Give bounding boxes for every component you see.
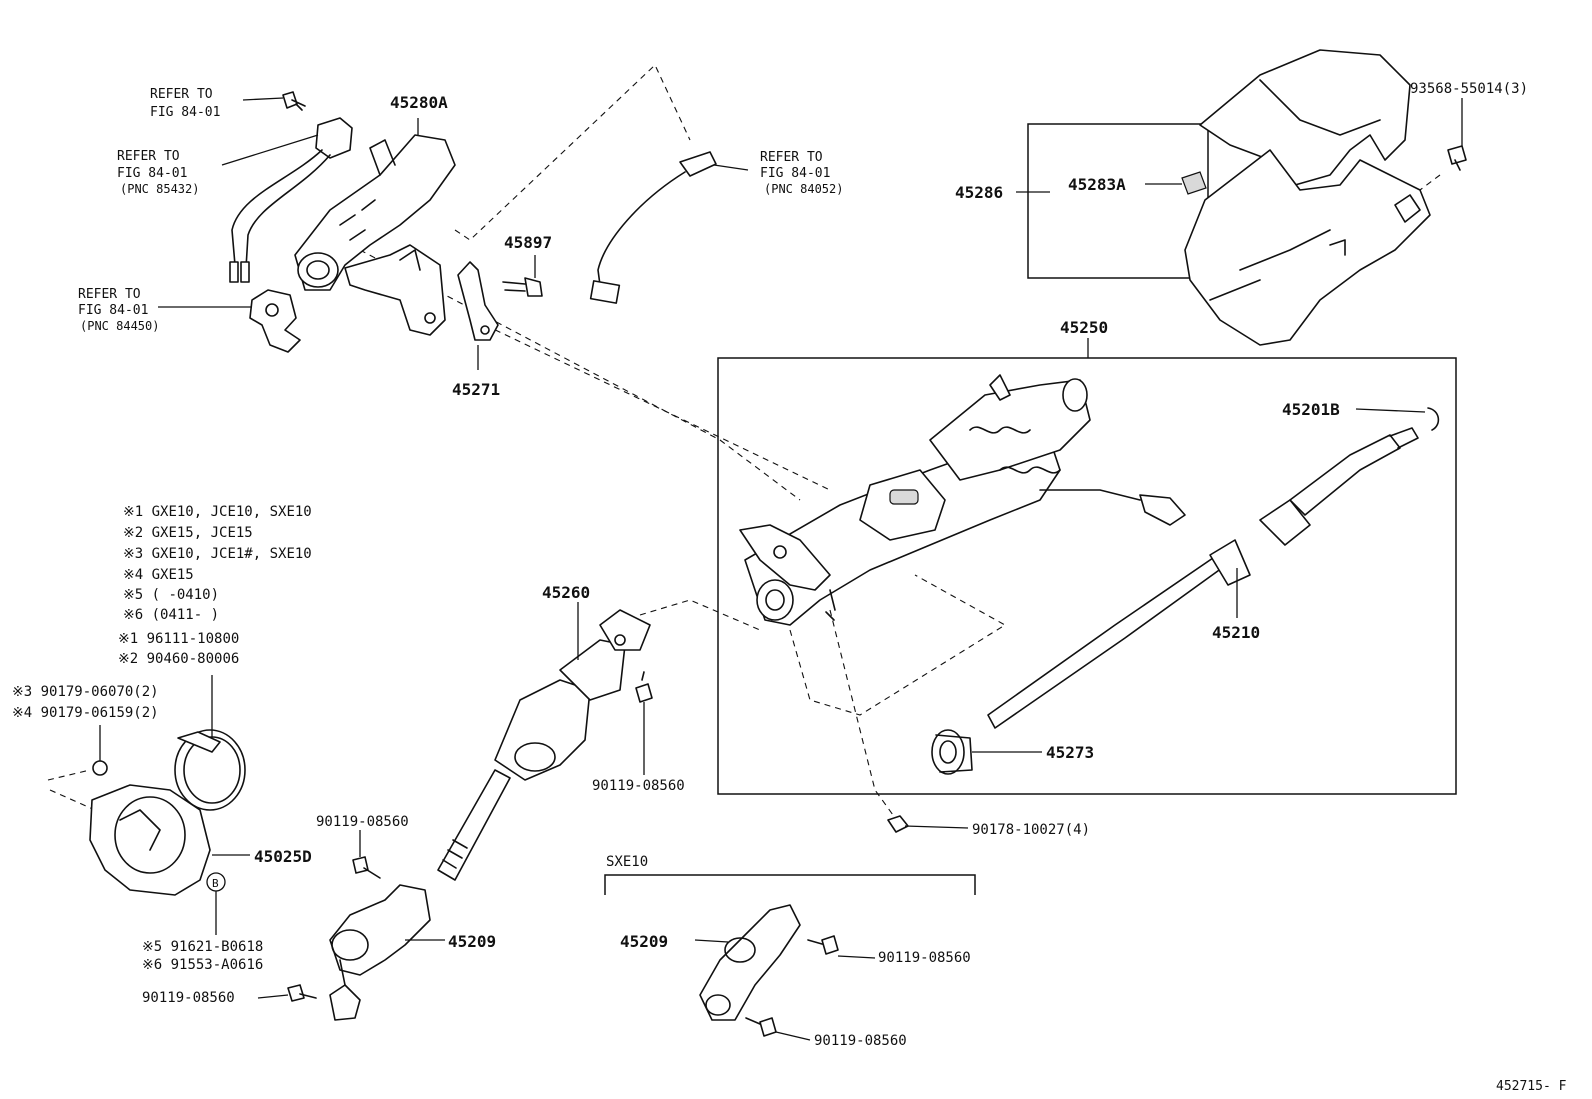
note-9: ※3 90179-06070(2) (12, 684, 159, 700)
note-4: ※4 GXE15 (123, 567, 194, 583)
refer-note-3-line2: FIG 84-01 (78, 303, 148, 318)
label-45280A: 45280A (390, 93, 448, 112)
refer-note-4-line3: (PNC 84052) (764, 182, 843, 196)
column-assembly-box (717, 357, 1457, 795)
label-45209-a: 45209 (448, 932, 496, 951)
note-12: ※6 91553-A0616 (142, 957, 263, 973)
column-cover-45286 (1184, 49, 1431, 346)
steering-column-45250 (739, 374, 1186, 626)
label-90119-08560-d: 90119-08560 (878, 950, 971, 966)
note-8: ※2 90460-80006 (118, 651, 239, 667)
label-45283A: 45283A (1068, 175, 1126, 194)
refer-note-2-line2: FIG 84-01 (117, 166, 187, 181)
u-joint-45209-b (699, 904, 801, 1021)
sxe10-bracket (604, 874, 976, 895)
label-45025D: 45025D (254, 847, 312, 866)
label-90119-08560-a: 90119-08560 (592, 778, 685, 794)
refer-note-4-line2: FIG 84-01 (760, 166, 830, 181)
note-10: ※4 90179-06159(2) (12, 705, 159, 721)
note-2: ※2 GXE15, JCE15 (123, 525, 253, 541)
refer-note-3-line3: (PNC 84450) (80, 319, 159, 333)
refer-note-1-line1: REFER TO (150, 87, 213, 102)
note-3: ※3 GXE10, JCE1#, SXE10 (123, 546, 312, 562)
label-45897: 45897 (504, 233, 552, 252)
assembly-dashed-lines (47, 64, 1441, 816)
label-45260: 45260 (542, 583, 590, 602)
label-circle-b: B (212, 877, 219, 890)
label-93568-55014: 93568-55014(3) (1410, 81, 1528, 97)
bolt-90119-b (352, 856, 381, 879)
refer-note-2-line1: REFER TO (117, 149, 180, 164)
label-90178-10027: 90178-10027(4) (972, 822, 1090, 838)
label-45210: 45210 (1212, 623, 1260, 642)
bearing-45273 (931, 729, 973, 775)
label-sxe10: SXE10 (606, 854, 648, 870)
note-1: ※1 GXE10, JCE10, SXE10 (123, 504, 312, 520)
label-45209-b: 45209 (620, 932, 668, 951)
screw-refer-1 (282, 91, 306, 111)
screw-93568 (1447, 145, 1467, 171)
main-shaft-45210 (987, 427, 1419, 729)
u-joint-45209-a (329, 884, 431, 1021)
sensor-84052 (589, 151, 717, 304)
note-6: ※6 (0411- ) (123, 607, 219, 623)
label-90119-08560-b: 90119-08560 (316, 814, 409, 830)
note-5: ※5 ( -0410) (123, 587, 219, 603)
clip-45201B (1427, 407, 1440, 431)
leader-lines (99, 97, 1463, 1041)
lock-housing-45280A (294, 134, 456, 336)
bolt-90119-d (807, 935, 839, 955)
intermediate-shaft-45260 (437, 609, 651, 881)
boot-45025D (89, 729, 246, 896)
label-90119-08560-c: 90119-08560 (142, 990, 235, 1006)
pad-45283A (1181, 171, 1207, 195)
label-45273: 45273 (1046, 743, 1094, 762)
switch-85432 (229, 117, 353, 283)
label-90119-08560-e: 90119-08560 (814, 1033, 907, 1049)
clip-84450 (249, 289, 301, 353)
cover-group-box (1027, 123, 1209, 279)
figure-id: 452715- F (1496, 1079, 1567, 1094)
refer-note-2-line3: (PNC 85432) (120, 182, 199, 196)
bracket-45271 (457, 261, 499, 341)
refer-note-4-line1: REFER TO (760, 150, 823, 165)
note-11: ※5 91621-B0618 (142, 939, 263, 955)
label-45201B: 45201B (1282, 400, 1340, 419)
label-45286: 45286 (955, 183, 1003, 202)
label-45271: 45271 (452, 380, 500, 399)
bolt-90119-a (635, 671, 653, 703)
refer-note-3-line1: REFER TO (78, 287, 141, 302)
label-45250: 45250 (1060, 318, 1108, 337)
note-7: ※1 96111-10800 (118, 631, 239, 647)
bolt-90119-c (287, 984, 317, 1002)
nut-90178 (887, 815, 909, 833)
bolt-90119-e (745, 1017, 777, 1037)
refer-note-1-line2: FIG 84-01 (150, 105, 220, 120)
bolt-45897 (502, 277, 543, 297)
